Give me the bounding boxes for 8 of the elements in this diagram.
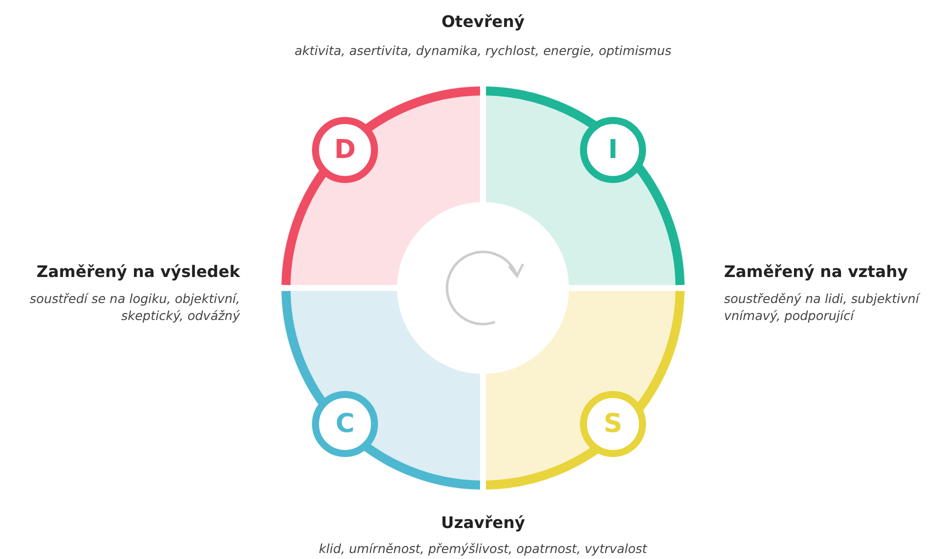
- axis-heading: Zaměřený na vztahy: [724, 262, 908, 281]
- trait-list: soustředí se na logiku, objektivní, skeptický, odvážný: [0, 290, 240, 324]
- trait-list: klid, umírněnost, přemýšlivost, opatrnost, vytrvalost: [318, 540, 648, 557]
- axis-heading: Otevřený: [441, 12, 525, 31]
- trait-list: soustředěný na lidi, subjektivní vnímavý, podporující: [724, 290, 939, 324]
- axis-heading: Uzavřený: [440, 513, 526, 532]
- axis-heading: Zaměřený na výsledek: [36, 262, 240, 281]
- trait-list: aktivita, asertivita, dynamika, rychlost, energie, optimismus: [294, 42, 672, 59]
